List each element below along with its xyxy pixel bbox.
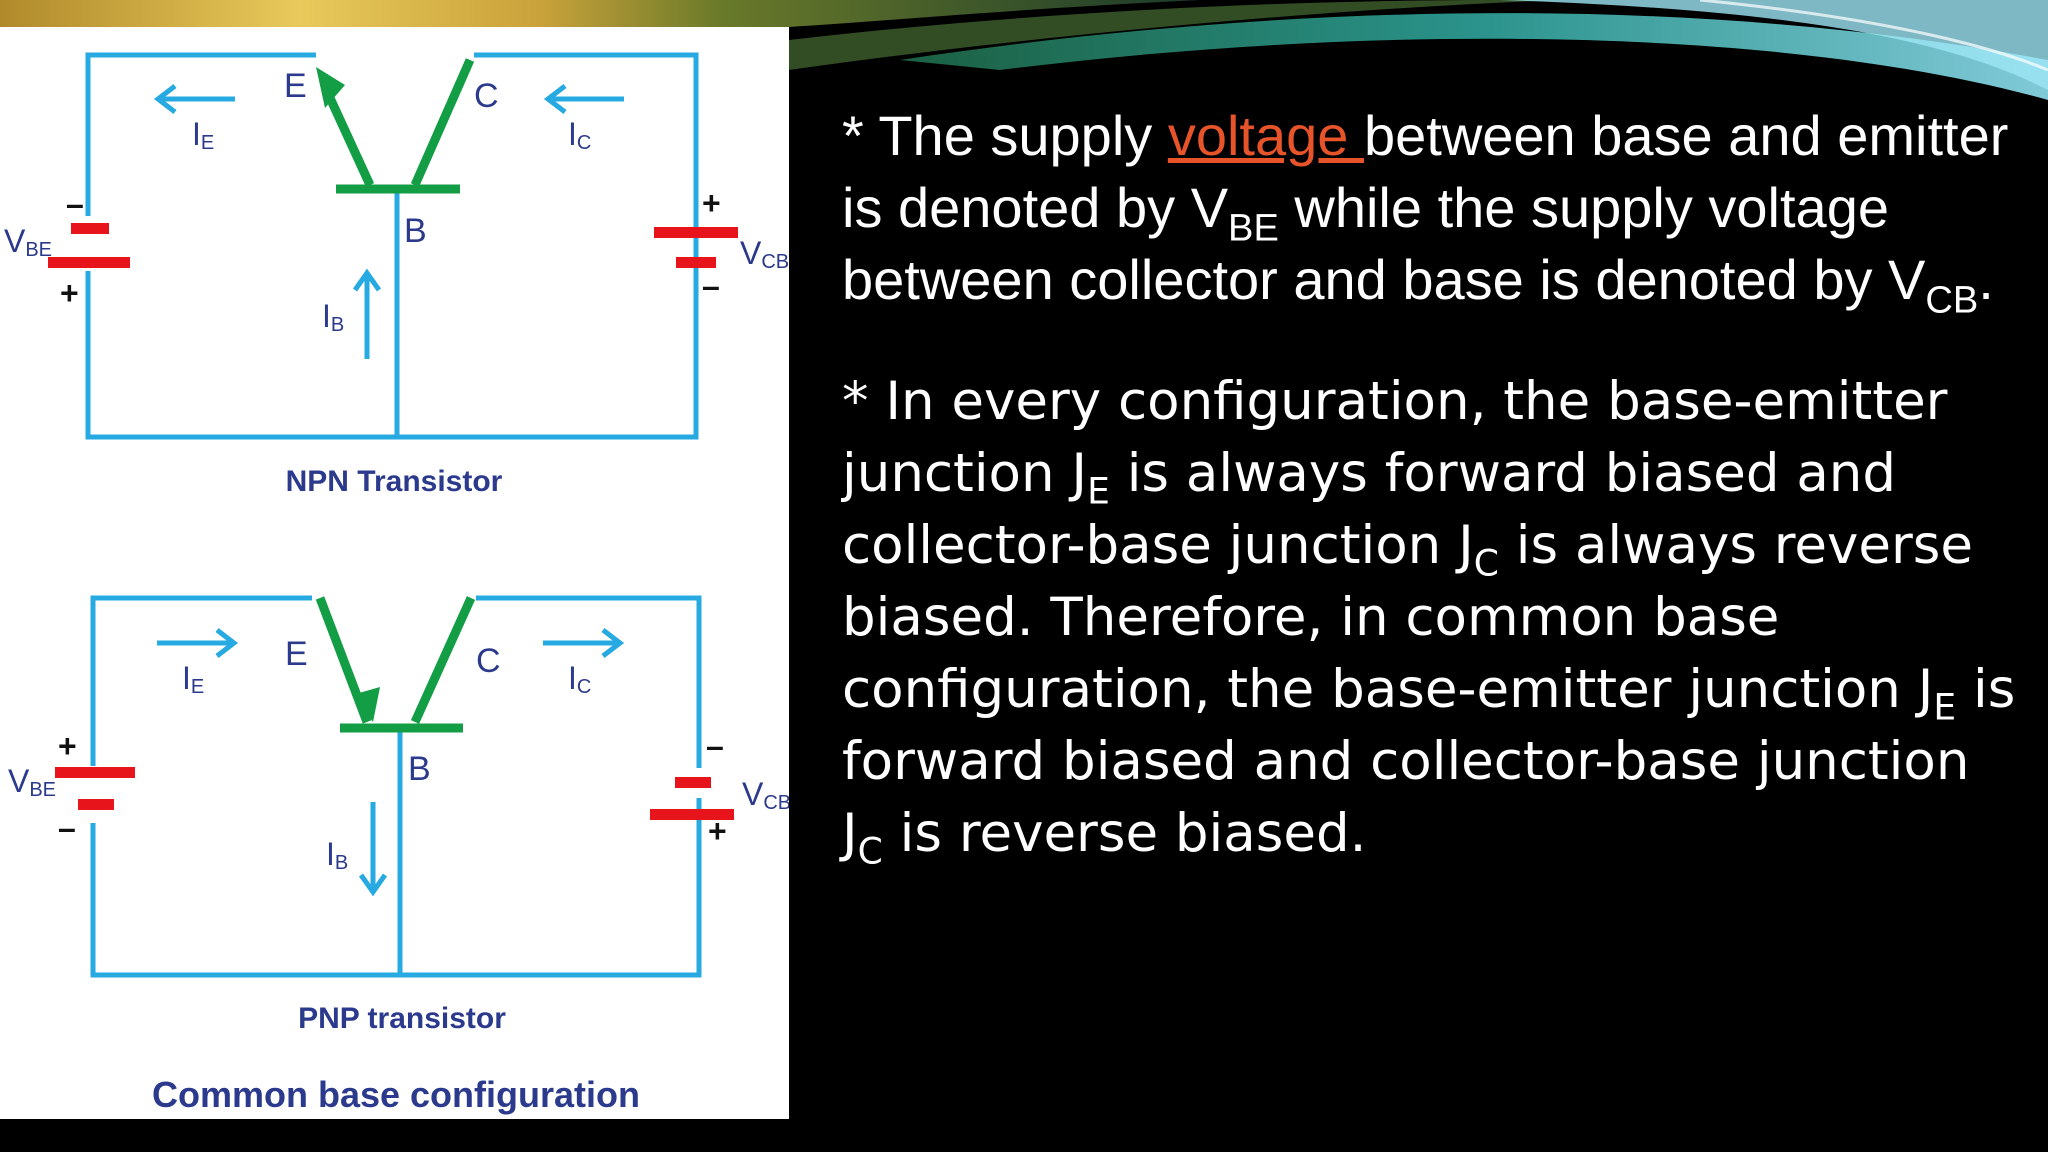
p1-text-end: . <box>1978 248 1994 311</box>
pnp-vcb-label: VCB <box>742 776 789 814</box>
p1-text: between base and emitter is denoted by V <box>842 104 2009 239</box>
pnp-emitter-label: E <box>285 635 308 673</box>
p2-text-4: is forward biased and collector-base jun… <box>842 659 2016 864</box>
pnp-ib-label: IB <box>326 836 348 874</box>
npn-ib-arrow-icon <box>352 268 382 359</box>
p1-text-start: * The supply <box>842 104 1168 167</box>
pnp-vcb-plus-sign: + <box>708 813 727 849</box>
npn-vbe-battery-icon <box>48 223 130 268</box>
diagram-footer-caption: Common base configuration <box>152 1074 640 1115</box>
paragraph-supply-voltage: * The supply voltage between base and em… <box>842 100 2022 319</box>
p2-text-5: is reverse biased. <box>882 803 1367 864</box>
npn-vbe-label: VBE <box>4 223 52 261</box>
npn-collector-label: C <box>474 77 499 115</box>
pnp-ie-arrow-icon <box>157 628 239 658</box>
pnp-emitter-arrow <box>352 687 380 722</box>
npn-vcb-minus-sign: – <box>702 268 720 304</box>
npn-vcb-label: VCB <box>740 235 789 273</box>
p2-text-3: is always reverse biased. Therefore, in … <box>842 515 1974 720</box>
pnp-vcb-battery-icon <box>650 777 734 820</box>
p2-sub-1: E <box>1087 471 1110 513</box>
pnp-vcb-minus-sign: – <box>706 728 724 764</box>
npn-wires <box>85 52 699 440</box>
npn-base-label: B <box>404 212 427 250</box>
p1-sub-cb: CB <box>1925 279 1979 322</box>
slide-text: * The supply voltage between base and em… <box>842 100 2022 870</box>
pnp-vbe-plus-sign: + <box>58 728 77 764</box>
pnp-base-label: B <box>408 750 431 788</box>
pnp-ie-label: IE <box>182 660 204 698</box>
pnp-vbe-battery-icon <box>55 767 135 810</box>
pnp-wires <box>90 595 702 978</box>
p2-sub-2: C <box>1473 543 1499 585</box>
npn-emitter-label: E <box>284 67 307 105</box>
pnp-collector-label: C <box>476 642 501 680</box>
pnp-circuit: E C B IE IC IB VBE VCB + – – + PNP trans… <box>8 595 789 1035</box>
npn-circuit: E C B IE IC IB VBE VCB – + + – NPN Trans… <box>4 52 789 498</box>
npn-transistor-symbol <box>320 58 475 194</box>
npn-ib-label: IB <box>322 298 344 336</box>
p1-text-2: while the supply voltage between collect… <box>842 176 1926 311</box>
p2-text-1: * In every configuration, the base-emitt… <box>842 371 1948 504</box>
pnp-vbe-label: VBE <box>8 763 56 801</box>
npn-vbe-minus-sign: – <box>66 186 84 222</box>
pnp-ic-arrow-icon <box>543 628 625 658</box>
p2-sub-3: E <box>1933 687 1957 729</box>
npn-ic-label: IC <box>568 116 591 154</box>
npn-ie-arrow-icon <box>153 84 235 114</box>
npn-vcb-plus-sign: + <box>702 185 721 221</box>
p1-sub-be: BE <box>1228 207 1279 250</box>
pnp-ic-label: IC <box>568 660 591 698</box>
pnp-ib-arrow-icon <box>358 802 388 897</box>
npn-ie-label: IE <box>192 116 214 154</box>
npn-vcb-battery-icon <box>654 227 738 268</box>
p2-sub-4: C <box>857 831 883 873</box>
npn-caption: NPN Transistor <box>286 465 503 498</box>
transistor-diagram: E C B IE IC IB VBE VCB – + + – NPN Trans… <box>4 52 789 1115</box>
npn-emitter-arrow <box>316 67 345 108</box>
paragraph-junction-bias: * In every configuration, the base-emitt… <box>842 366 2022 870</box>
pnp-transistor-symbol <box>315 596 476 733</box>
npn-ic-arrow-icon <box>543 84 624 114</box>
pnp-vbe-minus-sign: – <box>58 810 76 846</box>
pnp-caption: PNP transistor <box>298 1002 506 1035</box>
voltage-link[interactable]: voltage <box>1167 104 1364 167</box>
p2-text-2: is always forward biased and collector-b… <box>842 443 1897 576</box>
npn-vbe-plus-sign: + <box>60 275 79 311</box>
diagram-panel: E C B IE IC IB VBE VCB – + + – NPN Trans… <box>0 27 789 1119</box>
